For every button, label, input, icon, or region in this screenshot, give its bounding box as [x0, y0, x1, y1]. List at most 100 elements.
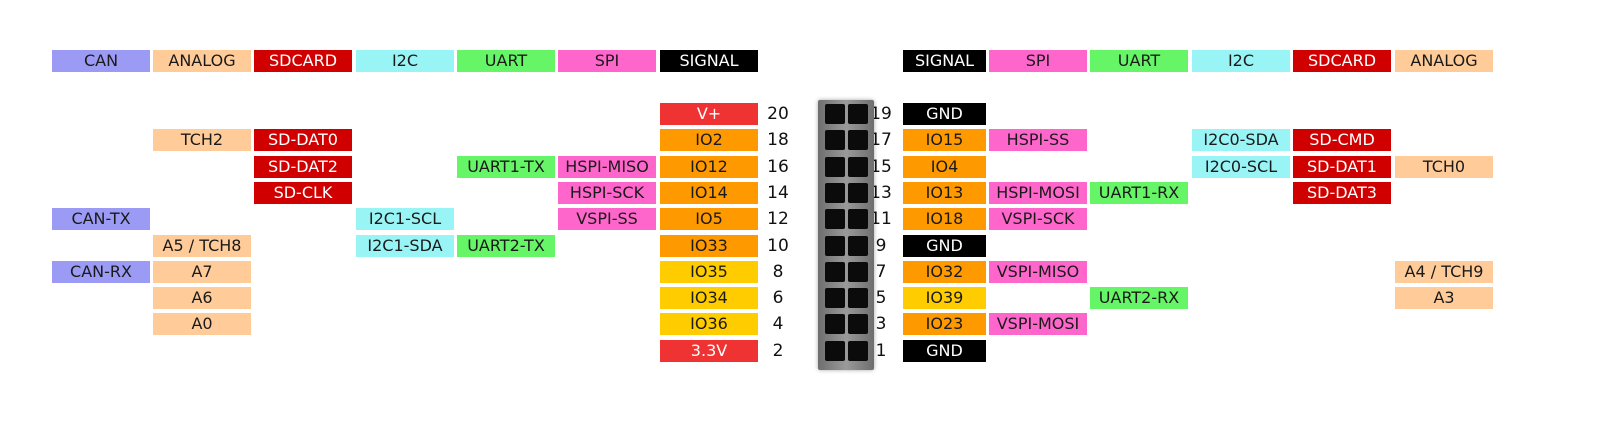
pin-header-connector	[818, 100, 874, 370]
header-left-uart: UART	[457, 50, 555, 72]
signal-pin-15: IO4	[903, 156, 986, 178]
pin-number: 4	[772, 314, 784, 334]
pin-number: 18	[767, 130, 789, 150]
pin-number: 6	[772, 288, 784, 308]
sdcard-function-pin-16: SD-DAT2	[254, 156, 352, 178]
pin-number: 20	[767, 104, 789, 124]
signal-pin-13: IO13	[903, 182, 986, 204]
signal-pin-18: IO2	[660, 129, 758, 151]
header-pin-hole	[848, 130, 868, 150]
spi-function-pin-12: VSPI-SS	[558, 208, 656, 230]
spi-function-pin-11: VSPI-SCK	[989, 208, 1087, 230]
pin-number: 7	[875, 262, 887, 282]
signal-pin-19: GND	[903, 103, 986, 125]
analog-function-pin-7: A4 / TCH9	[1395, 261, 1493, 283]
i2c-function-pin-17: I2C0-SDA	[1192, 129, 1290, 151]
header-left-signal: SIGNAL	[660, 50, 758, 72]
header-pin-hole	[825, 209, 845, 229]
uart-function-pin-13: UART1-RX	[1090, 182, 1188, 204]
spi-function-pin-7: VSPI-MISO	[989, 261, 1087, 283]
signal-pin-8: IO35	[660, 261, 758, 283]
i2c-function-pin-15: I2C0-SCL	[1192, 156, 1290, 178]
signal-pin-4: IO36	[660, 313, 758, 335]
i2c-function-pin-12: I2C1-SCL	[356, 208, 454, 230]
signal-pin-14: IO14	[660, 182, 758, 204]
header-pin-hole	[825, 341, 845, 361]
signal-pin-2: 3.3V	[660, 340, 758, 362]
header-pin-hole	[848, 104, 868, 124]
signal-pin-3: IO23	[903, 313, 986, 335]
header-pin-hole	[848, 262, 868, 282]
signal-pin-9: GND	[903, 235, 986, 257]
header-pin-hole	[825, 183, 845, 203]
header-pin-hole	[825, 130, 845, 150]
spi-function-pin-14: HSPI-SCK	[558, 182, 656, 204]
signal-pin-17: IO15	[903, 129, 986, 151]
pin-number: 17	[870, 130, 892, 150]
analog-function-pin-18: TCH2	[153, 129, 251, 151]
can-function-pin-8: CAN-RX	[52, 261, 150, 283]
can-function-pin-12: CAN-TX	[52, 208, 150, 230]
signal-pin-16: IO12	[660, 156, 758, 178]
analog-function-pin-15: TCH0	[1395, 156, 1493, 178]
pin-number: 3	[875, 314, 887, 334]
analog-function-pin-8: A7	[153, 261, 251, 283]
sdcard-function-pin-17: SD-CMD	[1293, 129, 1391, 151]
header-left-sdcard: SDCARD	[254, 50, 352, 72]
spi-function-pin-13: HSPI-MOSI	[989, 182, 1087, 204]
header-pin-hole	[825, 157, 845, 177]
pin-number: 9	[875, 236, 887, 256]
signal-pin-12: IO5	[660, 208, 758, 230]
header-left-analog: ANALOG	[153, 50, 251, 72]
signal-pin-10: IO33	[660, 235, 758, 257]
signal-pin-5: IO39	[903, 287, 986, 309]
uart-function-pin-16: UART1-TX	[457, 156, 555, 178]
signal-pin-7: IO32	[903, 261, 986, 283]
pin-number: 2	[772, 341, 784, 361]
spi-function-pin-17: HSPI-SS	[989, 129, 1087, 151]
pin-number: 13	[870, 183, 892, 203]
signal-pin-20: V+	[660, 103, 758, 125]
header-pin-hole	[825, 314, 845, 334]
signal-pin-6: IO34	[660, 287, 758, 309]
sdcard-function-pin-18: SD-DAT0	[254, 129, 352, 151]
analog-function-pin-4: A0	[153, 313, 251, 335]
pin-number: 11	[870, 209, 892, 229]
header-pin-hole	[848, 236, 868, 256]
header-pin-hole	[825, 262, 845, 282]
uart-function-pin-10: UART2-TX	[457, 235, 555, 257]
header-right-i2c: I2C	[1192, 50, 1290, 72]
pin-number: 14	[767, 183, 789, 203]
pin-number: 10	[767, 236, 789, 256]
spi-function-pin-3: VSPI-MOSI	[989, 313, 1087, 335]
signal-pin-1: GND	[903, 340, 986, 362]
pin-number: 5	[875, 288, 887, 308]
header-pin-hole	[825, 104, 845, 124]
sdcard-function-pin-14: SD-CLK	[254, 182, 352, 204]
header-right-sdcard: SDCARD	[1293, 50, 1391, 72]
header-right-analog: ANALOG	[1395, 50, 1493, 72]
signal-pin-11: IO18	[903, 208, 986, 230]
header-right-spi: SPI	[989, 50, 1087, 72]
header-pin-hole	[848, 288, 868, 308]
pin-number: 8	[772, 262, 784, 282]
header-left-i2c: I2C	[356, 50, 454, 72]
uart-function-pin-5: UART2-RX	[1090, 287, 1188, 309]
analog-function-pin-5: A3	[1395, 287, 1493, 309]
header-left-spi: SPI	[558, 50, 656, 72]
header-pin-hole	[848, 157, 868, 177]
i2c-function-pin-10: I2C1-SDA	[356, 235, 454, 257]
header-pin-hole	[848, 341, 868, 361]
header-pin-hole	[848, 314, 868, 334]
header-left-can: CAN	[52, 50, 150, 72]
analog-function-pin-10: A5 / TCH8	[153, 235, 251, 257]
analog-function-pin-6: A6	[153, 287, 251, 309]
spi-function-pin-16: HSPI-MISO	[558, 156, 656, 178]
header-right-signal: SIGNAL	[903, 50, 986, 72]
pin-number: 15	[870, 157, 892, 177]
header-pin-hole	[848, 183, 868, 203]
header-right-uart: UART	[1090, 50, 1188, 72]
pin-number: 19	[870, 104, 892, 124]
pin-number: 1	[875, 341, 887, 361]
